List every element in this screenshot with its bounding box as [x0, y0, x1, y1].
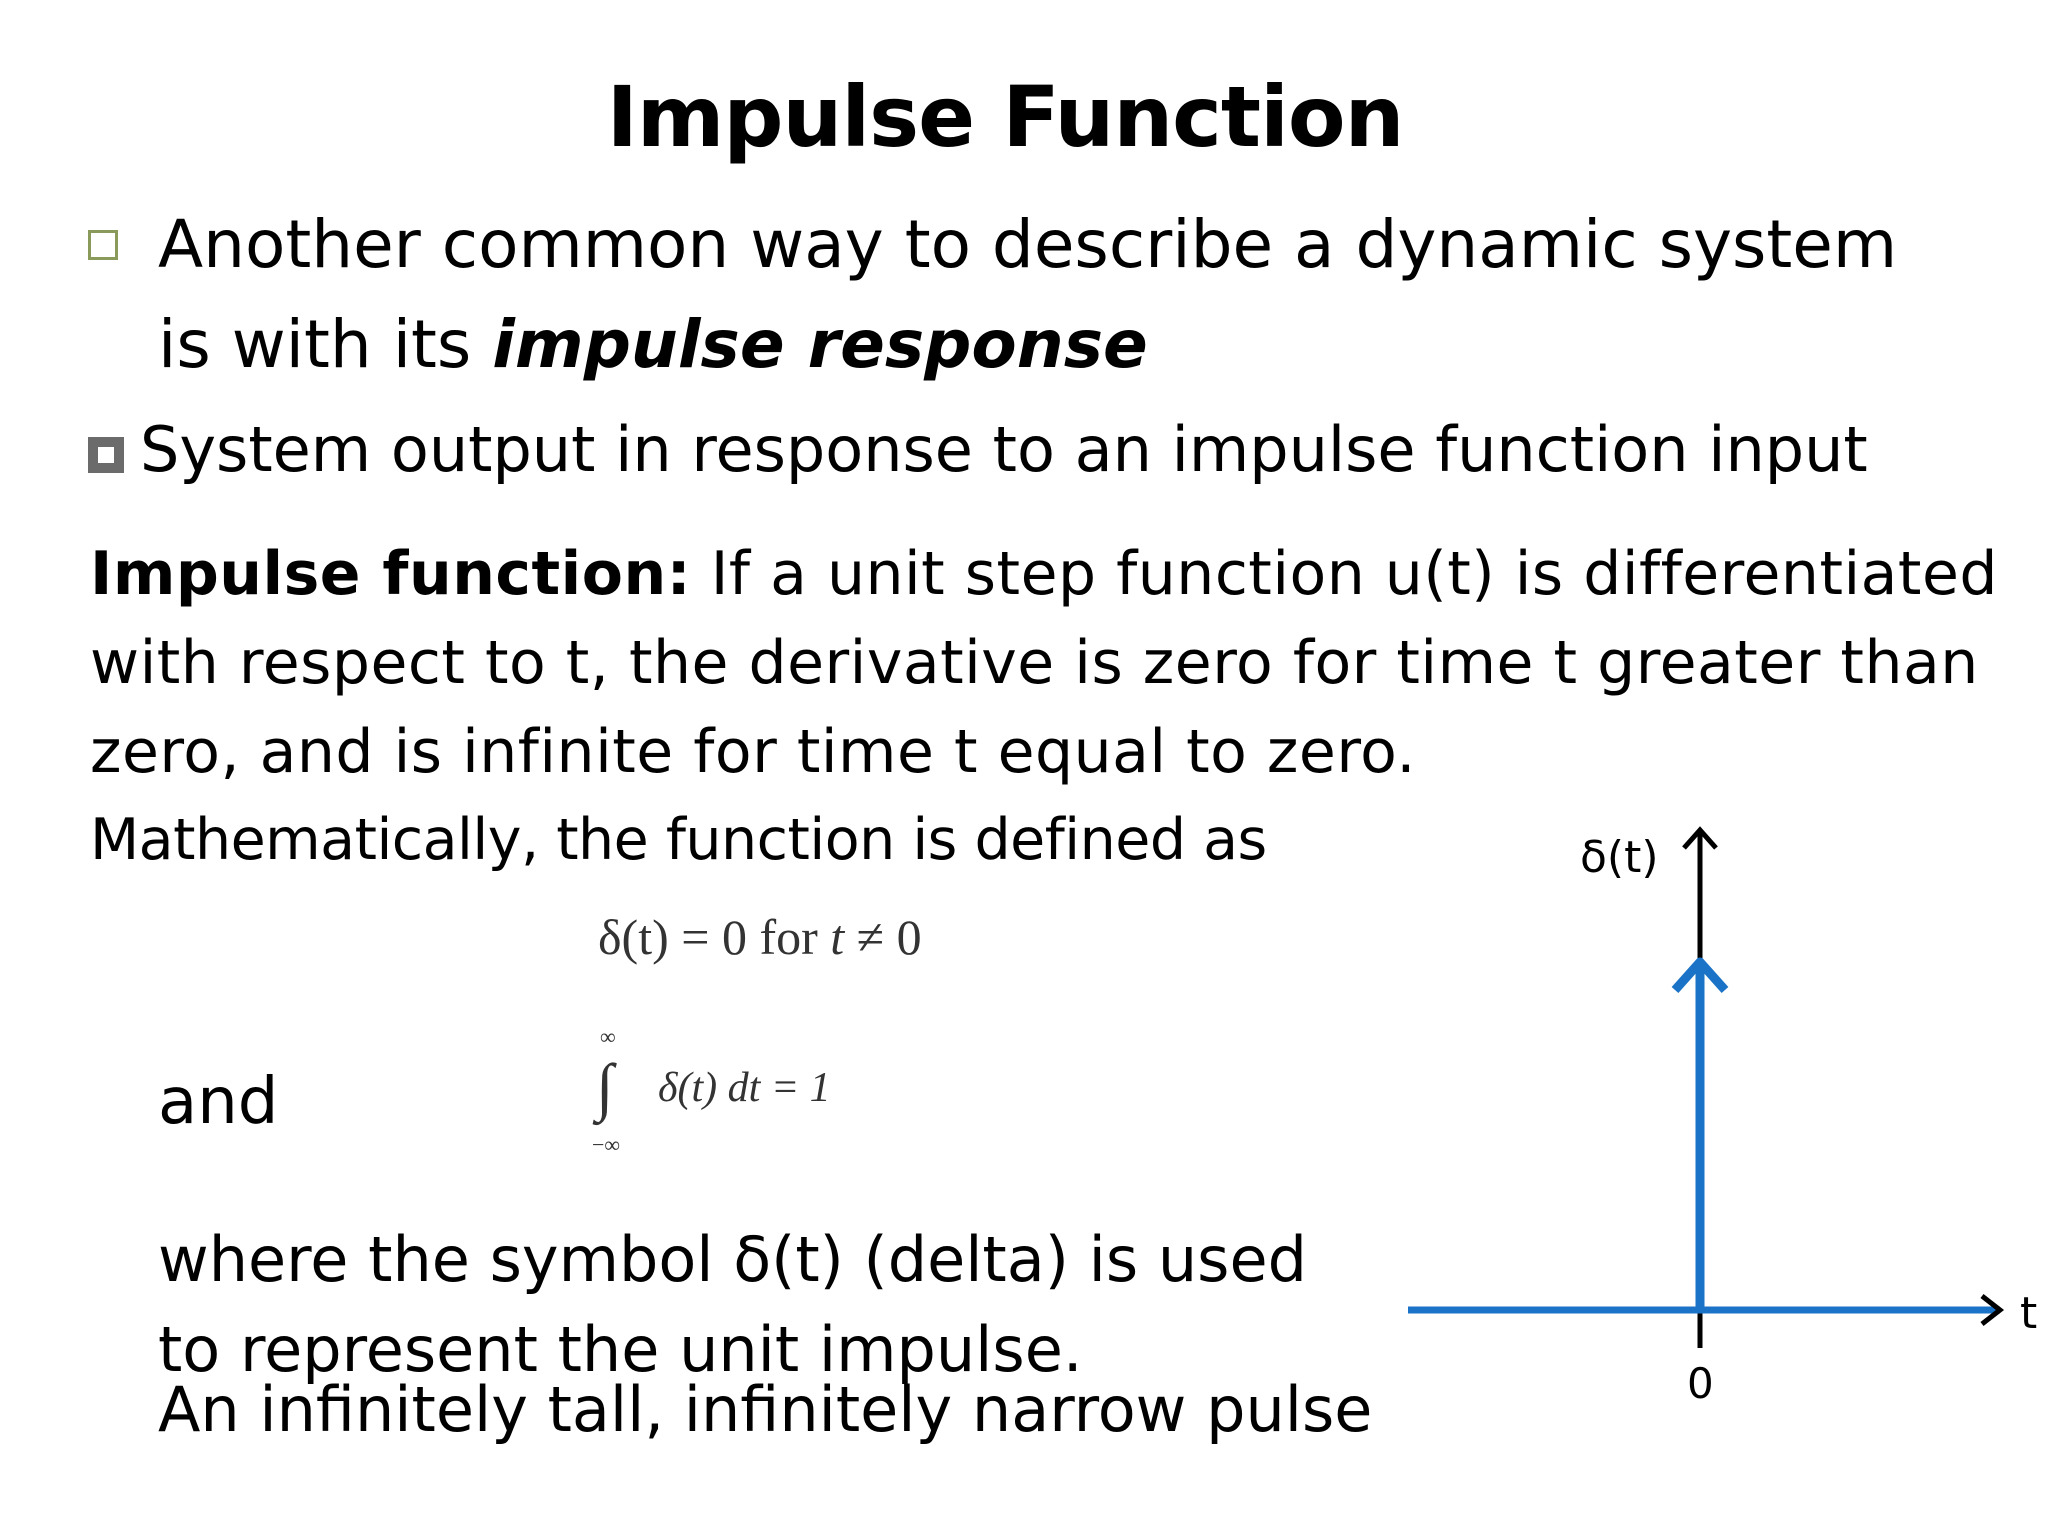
pulse-description: An infinitely tall, infinitely narrow pu… — [158, 1373, 1373, 1446]
where-line2: to represent the unit impulse. — [158, 1313, 1083, 1386]
definition-line2: with respect to t, the derivative is zer… — [90, 628, 1979, 698]
bullet1-line2: is with its impulse response — [158, 295, 1897, 395]
x-axis-label: t — [2020, 1288, 2037, 1339]
integral-lower-limit: −∞ — [592, 1132, 621, 1157]
origin-label: 0 — [1687, 1359, 1714, 1408]
equation1-lhs: δ(t) = 0 for — [598, 909, 831, 965]
definition-line1: Impulse function: If a unit step functio… — [90, 530, 1998, 619]
definition-line1-rest: If a unit step function u(t) is differen… — [691, 539, 1998, 609]
integral-body: δ(t) dt = 1 — [658, 1065, 831, 1111]
equation1-rhs: ≠ 0 — [844, 909, 922, 965]
definition-label: Impulse function: — [90, 539, 692, 609]
bullet-filled-square-icon — [88, 437, 124, 473]
and-word: and — [158, 1065, 279, 1139]
slide-title: Impulse Function — [606, 68, 1405, 166]
integral-upper-limit: ∞ — [600, 1024, 616, 1049]
impulse-arrowhead — [1671, 957, 1729, 993]
y-axis-label: δ(t) — [1580, 832, 1659, 883]
x-axis-arrowhead — [1980, 1294, 2005, 1326]
bullet1-line1: Another common way to describe a dynamic… — [158, 206, 1898, 283]
impulse-response-emphasis: impulse response — [492, 306, 1148, 383]
integral-sign: ∫ — [596, 1051, 614, 1122]
equation1-var: t — [830, 909, 845, 965]
bullet-hollow-square-icon — [88, 230, 118, 260]
y-axis-arrowhead — [1682, 826, 1718, 850]
bullet-system-output: System output in response to an impulse … — [140, 413, 1868, 486]
where-line1: where the symbol δ(t) (delta) is used — [158, 1223, 1307, 1296]
definition-line3: zero, and is infinite for time t equal t… — [90, 717, 1416, 787]
delta-symbol-explanation: where the symbol δ(t) (delta) is used to… — [158, 1215, 1307, 1395]
equation-delta-zero: δ(t) = 0 for t ≠ 0 — [598, 908, 922, 966]
impulse-definition-paragraph: Impulse function: If a unit step functio… — [90, 530, 1998, 797]
math-intro-text: Mathematically, the function is defined … — [90, 807, 1267, 873]
bullet1-line2-prefix: is with its — [158, 306, 493, 383]
equation-integral: ∞ ∫ −∞ δ(t) dt = 1 — [592, 1020, 912, 1170]
impulse-graph: δ(t) t 0 — [1408, 826, 2037, 1408]
bullet-impulse-response: Another common way to describe a dynamic… — [158, 195, 1897, 395]
